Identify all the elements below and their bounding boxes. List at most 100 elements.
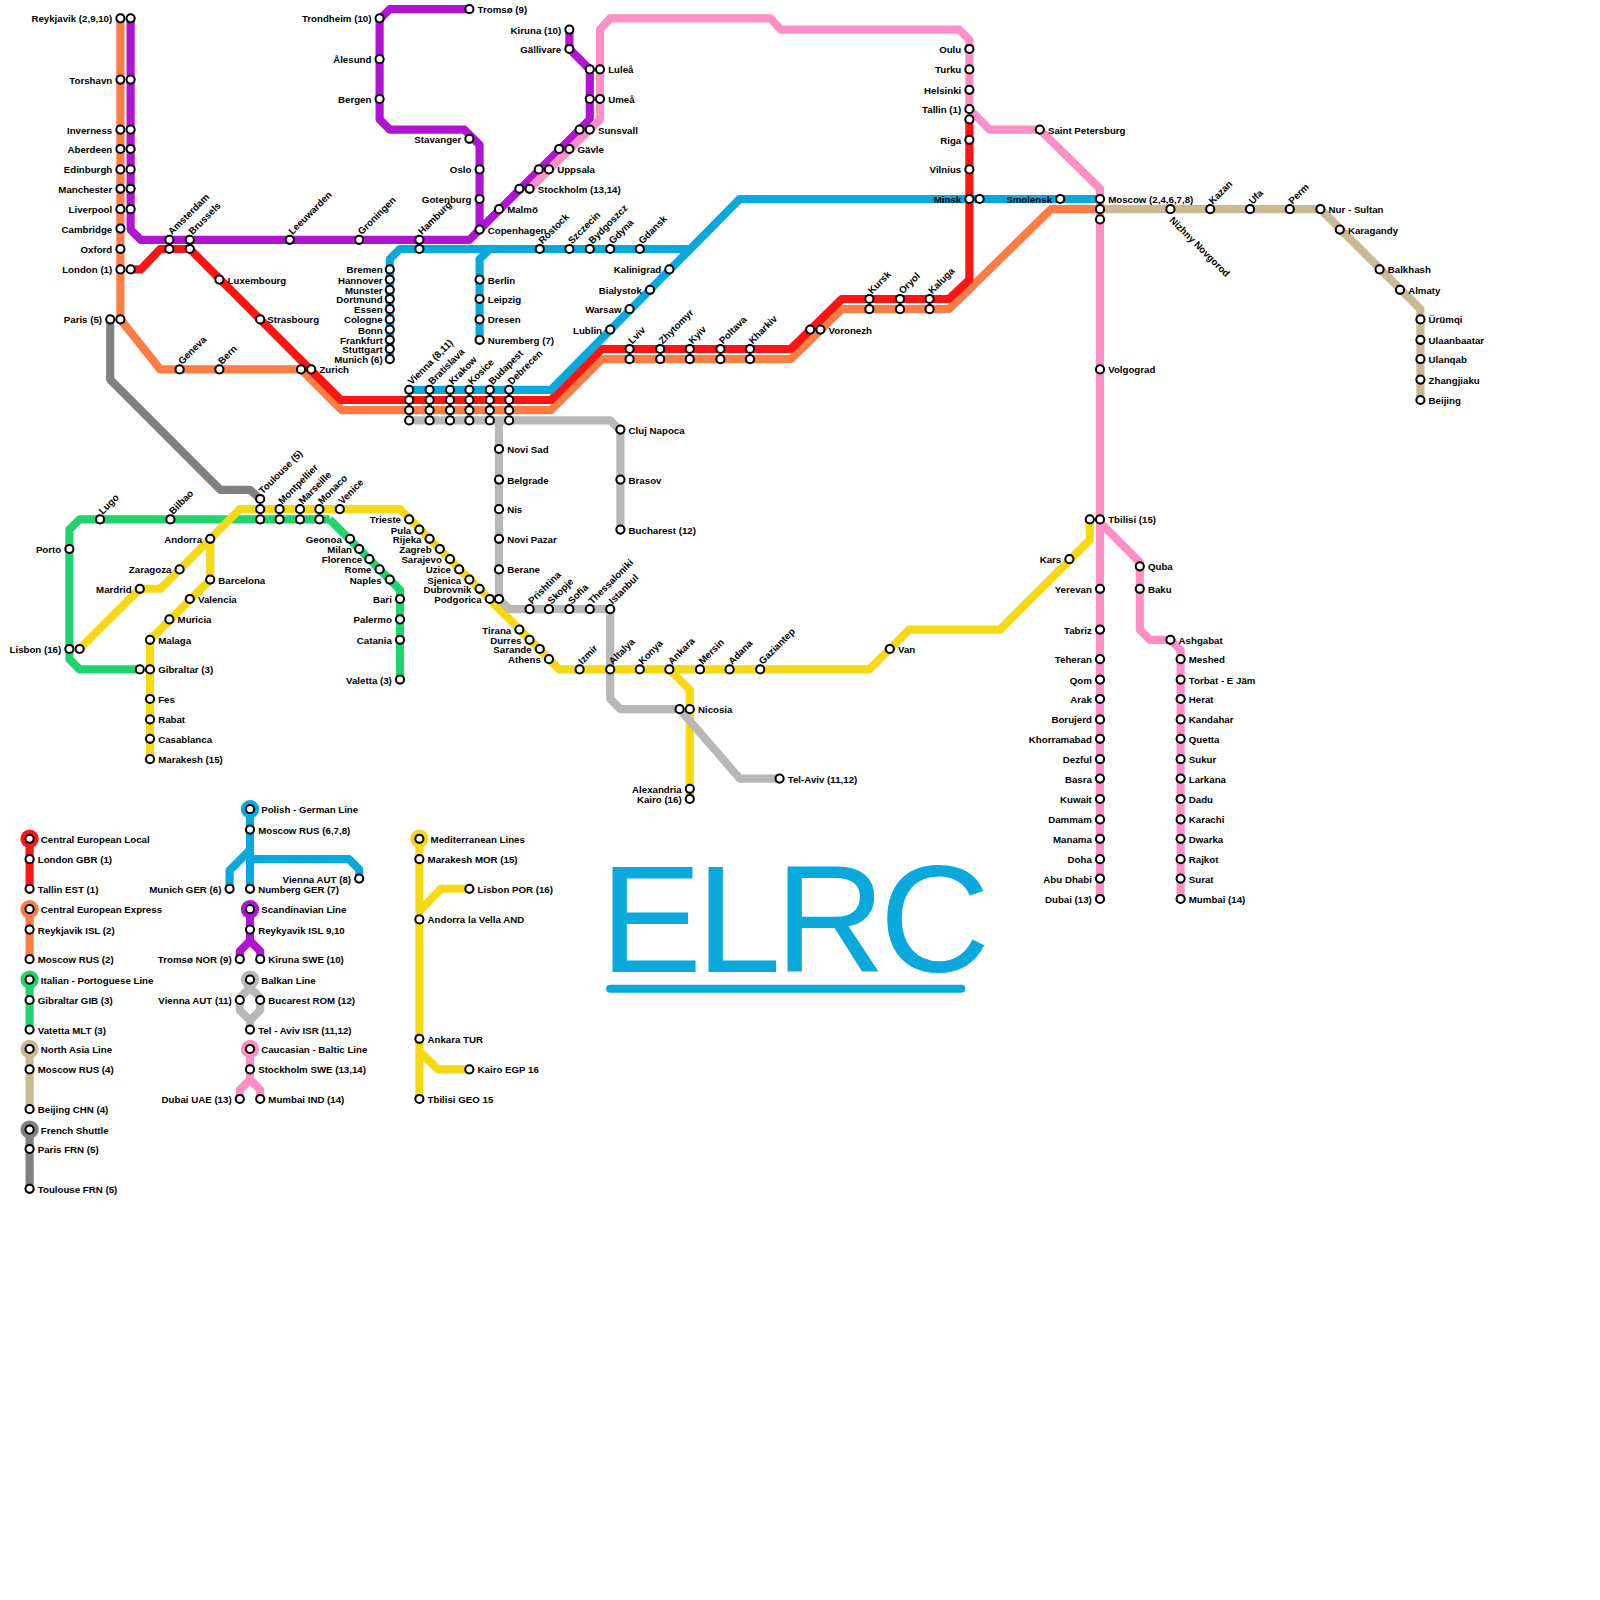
station-dot [565,45,573,53]
station-label: Bergen [338,93,371,104]
station-dot [116,205,124,213]
legend-line [230,850,250,889]
station-dot [1096,795,1104,803]
station-label: Minsk [934,193,961,204]
legend-text: Central European Local [41,833,150,844]
station-dot [1177,815,1185,823]
station-dot [26,835,34,843]
station-dot [686,345,694,353]
station-dot [26,905,34,913]
legend-swatch [241,1040,259,1058]
station-dot [315,515,323,523]
station-dot [1096,895,1104,903]
station-dot [1096,215,1104,223]
station-dot [166,515,174,523]
station-dot [127,165,135,173]
balkan-line [499,420,780,778]
station-dot [226,885,234,893]
polish-german-line [390,249,690,359]
station-dot [26,1065,34,1073]
station-label: Qom [1070,674,1092,685]
station-dot [806,326,814,334]
station-label: Palermo [354,614,392,625]
station-dot [505,416,513,424]
station-dot [686,355,694,363]
station-dot [476,276,484,284]
station-dot [865,305,873,313]
station-label: Dammam [1048,814,1092,825]
station-label: Ulaanbaatar [1429,334,1485,345]
station-dot [1096,695,1104,703]
station-dot [626,305,634,313]
station-dot [606,245,614,253]
station-dot [415,855,423,863]
station-label: Zaragoza [129,564,172,575]
station-label: Inverness [67,124,112,135]
station-dot [146,715,154,723]
station-dot [26,976,34,984]
station-dot [405,386,413,394]
station-label: Kyiv [686,323,708,345]
station-dot [386,305,394,313]
station-dot [1096,835,1104,843]
station-dot [26,955,34,963]
station-dot [415,915,423,923]
station-label: Saint Petersburg [1048,124,1126,135]
station-dot [1036,126,1044,134]
station-dot [127,76,135,84]
station-label: Gibraltar (3) [158,664,213,675]
station-dot [116,14,124,22]
legend-text: French Shuttle [41,1124,109,1135]
station-dot [446,406,454,414]
station-dot [246,926,254,934]
station-dot [1096,815,1104,823]
station-label: Kairo (16) [637,793,682,804]
station-dot [1416,355,1424,363]
station-label: Kharkiv [746,313,779,346]
station-label: Vilnius [930,164,962,175]
station-label: Marakesh (15) [158,754,223,765]
station-dot [386,276,394,284]
logo-title: ELRC [600,843,984,996]
station-dot [896,295,904,303]
polish-german-line [409,199,1100,390]
station-dot [336,505,344,513]
station-dot [526,185,534,193]
express-line [120,18,1100,410]
station-label: Alexandria [632,783,682,794]
station-label: Sunsvall [598,124,638,135]
station-label: Quba [1148,561,1173,572]
station-dot [426,396,434,404]
station-label: Trieste [370,514,401,525]
station-label: Malmö [507,204,538,215]
station-dot [495,595,503,603]
station-label: Nur - Sultan [1329,204,1384,215]
station-dot [1177,835,1185,843]
station-label: Zurich [319,364,349,375]
station-dot [386,355,394,363]
station-dot [246,885,254,893]
station-label: Paris FRN (5) [38,1143,99,1154]
station-dot [405,515,413,523]
station-dot [1177,715,1185,723]
station-label: Munich GER (6) [149,883,221,894]
station-dot [386,265,394,273]
station-label: Barcelona [218,574,265,585]
legend-line [419,1051,469,1069]
station-label: Hannover [338,274,383,285]
station-label: Mumbai (14) [1189,893,1246,904]
station-label: Valencia [198,593,237,604]
station-label: Volgograd [1108,364,1155,375]
legend-text: Balkan Line [261,974,315,985]
station-dot [386,345,394,353]
station-dot [696,665,704,673]
station-dot [236,1095,244,1103]
station-label: Kalinigrad [614,264,661,275]
station-dot [116,165,124,173]
station-dot [116,185,124,193]
station-label: Voronezh [829,324,872,335]
station-dot [127,14,135,22]
station-label: Konya [636,637,665,666]
station-dot [26,996,34,1004]
station-dot [386,295,394,303]
